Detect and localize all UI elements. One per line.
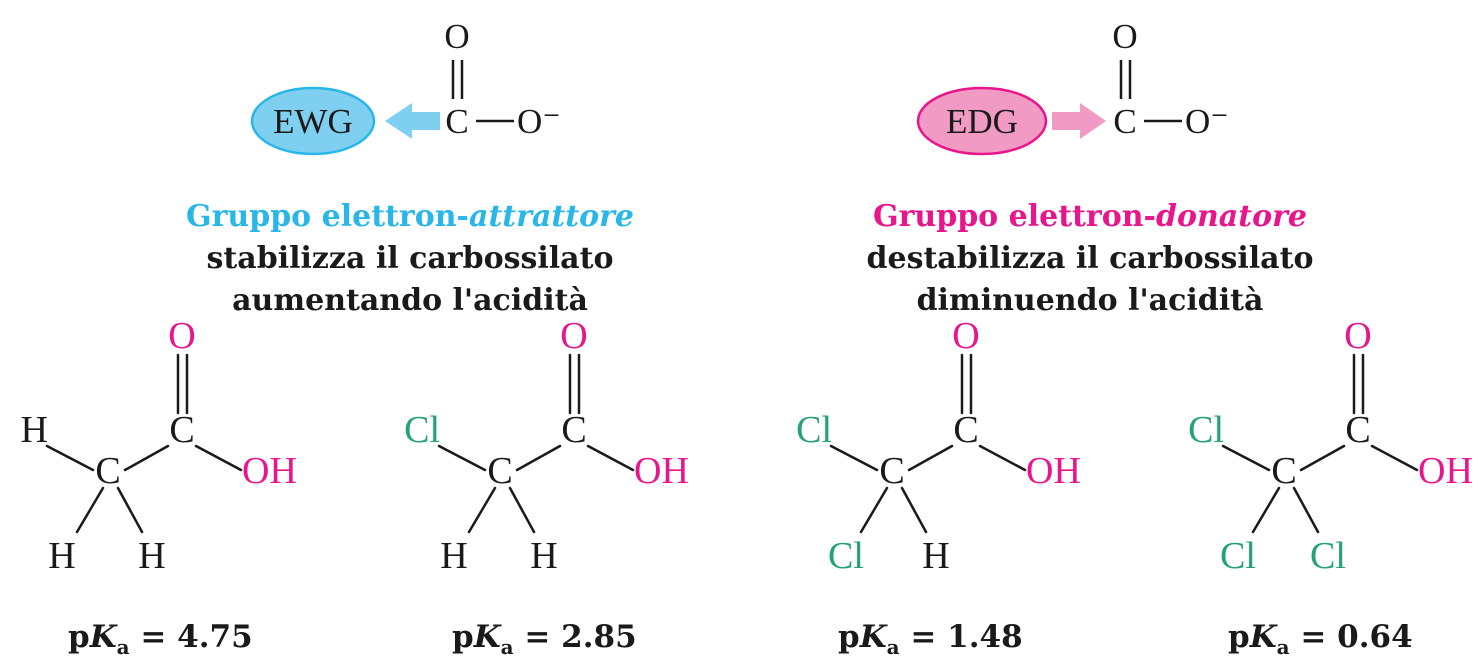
substituent-2: Cl	[828, 535, 864, 577]
ewg-label: EWG	[273, 102, 353, 141]
ewg-caption-line3: aumentando l'acidità	[232, 283, 588, 318]
bond-alpha-carbon-carbonyl-carbon	[123, 444, 170, 472]
edg-caption-line3: diminuendo l'acidità	[916, 283, 1264, 318]
bond-substituent1-alpha-carbon	[437, 444, 487, 472]
bond-alpha-carbon-substituent2	[859, 486, 889, 534]
ewg-ellipse	[250, 86, 376, 156]
ewg-caption: Gruppo elettron-attrattore stabilizza il…	[130, 196, 690, 322]
edg-carbon: C	[1113, 102, 1136, 141]
bond-carbonyl-carbon-hydroxyl	[194, 444, 243, 472]
edg-caption: Gruppo elettron-donatore destabilizza il…	[800, 196, 1380, 322]
carbonyl-oxygen: O	[952, 315, 979, 357]
substituent-1: Cl	[796, 409, 832, 451]
carbonyl-oxygen: O	[168, 315, 195, 357]
alpha-carbon: C	[95, 450, 120, 492]
carbonyl-carbon: C	[169, 409, 194, 451]
carbonyl-carbon: C	[1345, 409, 1370, 451]
bond-alpha-carbon-substituent3	[1292, 486, 1320, 534]
hydroxyl-group: OH	[242, 450, 297, 492]
edg-caption-line2: destabilizza il carbossilato	[866, 241, 1314, 276]
pka-label-trichloroacetic: pKa = 0.64	[1228, 619, 1413, 660]
alpha-carbon: C	[1271, 450, 1296, 492]
ewg-carbon: C	[445, 102, 468, 141]
ewg-arrow	[385, 103, 440, 139]
bond-alpha-carbon-carbonyl-carbon	[1299, 444, 1346, 472]
hydroxyl-group: OH	[1418, 450, 1473, 492]
substituent-1: Cl	[404, 409, 440, 451]
substituent-1: H	[21, 409, 48, 451]
carbonyl-carbon: C	[561, 409, 586, 451]
ewg-oxygen-anion: O⁻	[517, 102, 561, 141]
ewg-caption-line2: stabilizza il carbossilato	[206, 241, 614, 276]
bond-alpha-carbon-substituent2	[1251, 486, 1281, 534]
bond-alpha-carbon-substituent2	[467, 486, 497, 534]
carbonyl-oxygen: O	[560, 315, 587, 357]
bond-alpha-carbon-substituent3	[508, 486, 536, 534]
carbonyl-oxygen: O	[1344, 315, 1371, 357]
edg-carboxylate: EDG O C O⁻	[916, 17, 1229, 156]
substituent-2: Cl	[1220, 535, 1256, 577]
bond-carbonyl-carbon-hydroxyl	[978, 444, 1027, 472]
bond-alpha-carbon-substituent3	[900, 486, 928, 534]
edg-carbonyl-oxygen: O	[1112, 17, 1137, 56]
alpha-carbon: C	[487, 450, 512, 492]
edg-ellipse	[916, 86, 1048, 156]
bond-substituent1-alpha-carbon	[829, 444, 879, 472]
substituent-2: H	[48, 535, 75, 577]
substituent-3: H	[922, 535, 949, 577]
substituent-3: H	[530, 535, 557, 577]
molecule-acetic-acid: O C C OH H H H	[21, 315, 297, 577]
pka-label-chloroacetic: pKa = 2.85	[452, 619, 637, 660]
bond-alpha-carbon-carbonyl-carbon	[907, 444, 954, 472]
edg-caption-title: Gruppo elettron-donatore	[872, 199, 1307, 234]
substituent-3: H	[138, 535, 165, 577]
bond-carbonyl-carbon-hydroxyl	[1370, 444, 1419, 472]
ewg-carbonyl-oxygen: O	[444, 17, 469, 56]
bond-alpha-carbon-carbonyl-carbon	[515, 444, 562, 472]
alpha-carbon: C	[879, 450, 904, 492]
ewg-caption-title: Gruppo elettron-attrattore	[185, 199, 635, 234]
molecule-chloroacetic-acid: O C C OH ClH H	[404, 315, 689, 577]
substituent-3: Cl	[1310, 535, 1346, 577]
pka-label-dichloroacetic: pKa = 1.48	[838, 619, 1023, 660]
substituent-1: Cl	[1188, 409, 1224, 451]
pka-label-acetic: pKa = 4.75	[68, 619, 253, 660]
bond-substituent1-alpha-carbon	[1221, 444, 1271, 472]
substituent-2: H	[440, 535, 467, 577]
bond-carbonyl-carbon-hydroxyl	[586, 444, 635, 472]
carbonyl-carbon: C	[953, 409, 978, 451]
edg-label: EDG	[946, 102, 1018, 141]
hydroxyl-group: OH	[634, 450, 689, 492]
edg-arrow	[1052, 103, 1106, 139]
bond-alpha-carbon-substituent3	[116, 486, 144, 534]
ewg-carboxylate: EWG O C O⁻	[250, 17, 561, 156]
bond-alpha-carbon-substituent2	[75, 486, 105, 534]
bond-substituent1-alpha-carbon	[45, 444, 95, 472]
hydroxyl-group: OH	[1026, 450, 1081, 492]
edg-oxygen-anion: O⁻	[1185, 102, 1229, 141]
